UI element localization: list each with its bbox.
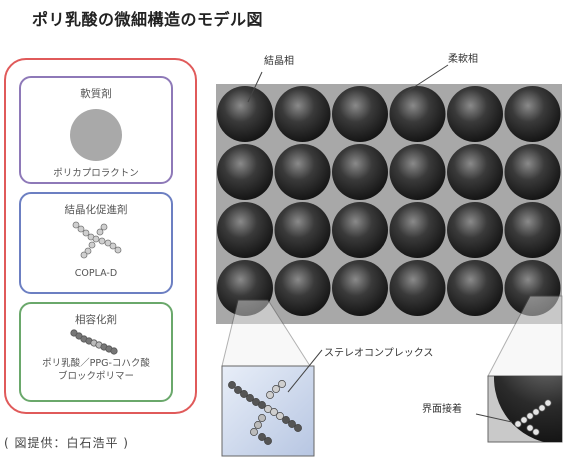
compatibilizer-label: 相容化剤: [75, 314, 117, 326]
crystal-sphere: [332, 202, 388, 258]
crystal-sphere: [274, 86, 331, 142]
nucleator-example: COPLA-D: [74, 268, 118, 279]
crystal-sphere: [504, 202, 561, 258]
crystal-sphere: [217, 260, 273, 316]
crystal-sphere: [274, 202, 331, 258]
nucleator-box: 結晶化促進剤 COPLA-D: [19, 192, 173, 294]
softener-particle-icon: [70, 109, 122, 161]
crystal-sphere: [504, 260, 561, 316]
softener-label: 軟質剤: [80, 88, 112, 100]
softener-example: ポリカプロラクトン: [53, 168, 139, 179]
soft-phase-label: 柔軟相: [448, 52, 478, 65]
crystal-sphere: [389, 260, 446, 316]
crystal-sphere: [217, 202, 273, 258]
crystal-sphere: [389, 86, 446, 142]
crystal-sphere: [274, 260, 331, 316]
crystal-sphere: [504, 86, 561, 142]
image-credit: ( 図提供：白石浩平 ): [4, 436, 129, 450]
figure-title: ポリ乳酸の微細構造のモデル図: [32, 10, 264, 29]
crystal-sphere: [447, 144, 503, 200]
stereo-callout-line: [287, 349, 323, 393]
softener-box: 軟質剤 ポリカプロラクトン: [19, 76, 173, 184]
crystal-sphere: [332, 144, 388, 200]
interface-adhesion-label: 界面接着: [422, 402, 462, 415]
crystal-sphere: [504, 144, 561, 200]
crystal-sphere: [389, 144, 446, 200]
nucleator-molecule-icon: [72, 221, 122, 259]
crystal-callout-line: [247, 71, 263, 103]
crystal-sphere: [447, 86, 503, 142]
crystal-sphere: [332, 86, 388, 142]
crystal-sphere: [274, 144, 331, 200]
compatibilizer-box: 相容化剤 ポリ乳酸／PPG-コハク酸 ブロックポリマー: [19, 302, 173, 402]
crystal-sphere: [332, 260, 388, 316]
crystal-sphere: [389, 202, 446, 258]
crystal-sphere: [447, 260, 503, 316]
compatibilizer-chain-icon: [70, 329, 118, 355]
crystal-phase-spheres: [217, 86, 561, 316]
compatibilizer-example: ポリ乳酸／PPG-コハク酸 ブロックポリマー: [42, 358, 150, 382]
soft-callout-line: [401, 64, 449, 96]
crystal-sphere: [217, 86, 273, 142]
stereocomplex-label: ステレオコンプレックス: [324, 347, 433, 359]
interface-callout-line: [475, 413, 513, 423]
interface-chain-icon: [514, 399, 552, 436]
crystal-sphere: [447, 202, 503, 258]
nucleator-label: 結晶化促進剤: [64, 204, 128, 216]
crystal-phase-label: 結晶相: [264, 54, 294, 67]
components-panel: 軟質剤 ポリカプロラクトン 結晶化促進剤 COPLA-D 相容化剤: [4, 58, 197, 414]
stereocomplex-chains-icon: [228, 380, 302, 445]
interface-sphere: [494, 376, 562, 442]
soft-phase-matrix: [216, 84, 562, 324]
crystal-sphere: [217, 144, 273, 200]
